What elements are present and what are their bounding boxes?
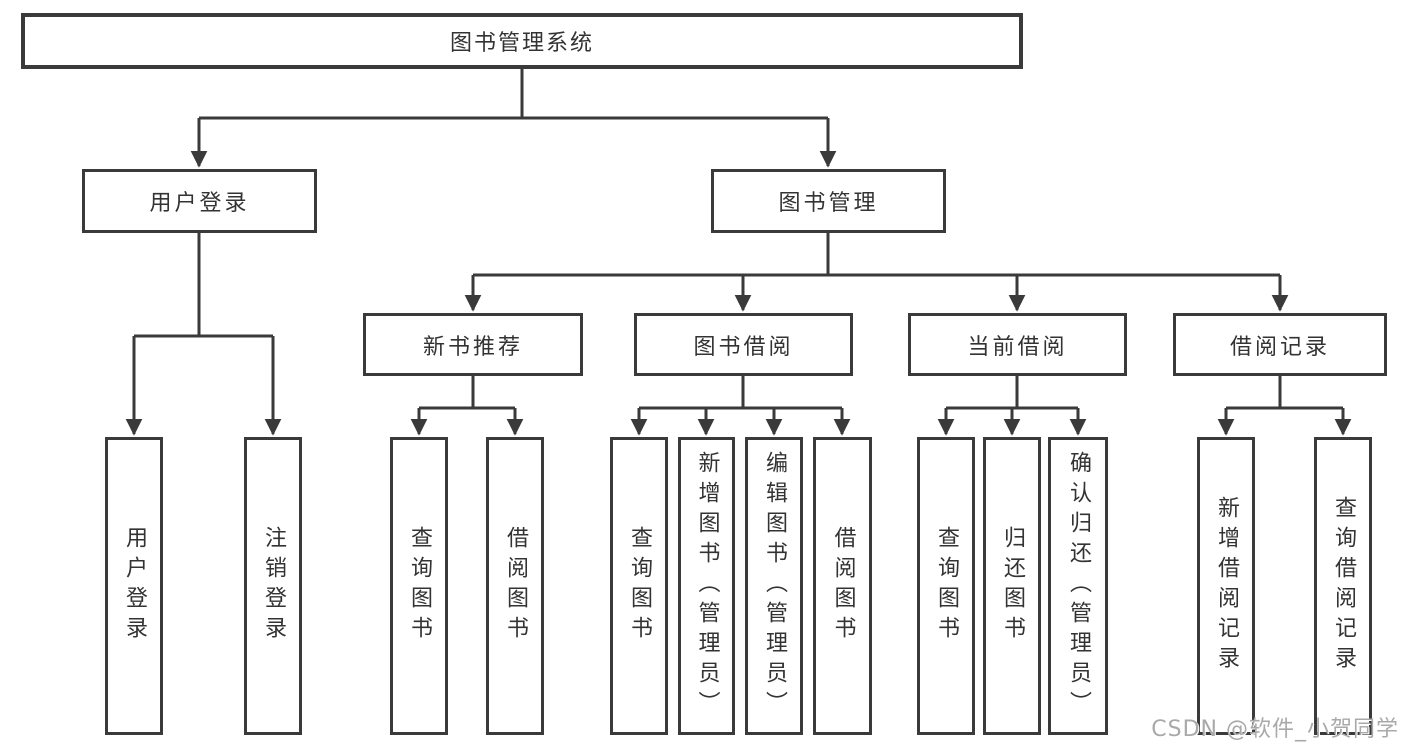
leaf-logout-label: 注销登录 <box>261 526 286 646</box>
leaf-edit-book-admin: 编辑图书（管理员） <box>745 437 803 735</box>
leaf-confirm-return-admin: 确认归还（管理员） <box>1048 437 1108 735</box>
leaf-return-book-label: 归还图书 <box>1000 526 1025 646</box>
node-borrow-records-label: 借阅记录 <box>1229 334 1330 360</box>
node-current-borrow: 当前借阅 <box>908 313 1127 376</box>
leaf-confirm-return-admin-label: 确认归还（管理员） <box>1066 451 1091 721</box>
node-user-login: 用户登录 <box>82 169 317 233</box>
leaf-logout: 注销登录 <box>244 437 302 735</box>
node-library-management-system: 图书管理系统 <box>21 13 1023 69</box>
node-book-borrow: 图书借阅 <box>634 313 853 376</box>
leaf-query-borrow-record-label: 查询借阅记录 <box>1331 496 1356 676</box>
leaf-add-borrow-record-label: 新增借阅记录 <box>1214 496 1239 676</box>
node-borrow-records: 借阅记录 <box>1173 313 1387 376</box>
node-new-book-recommend: 新书推荐 <box>363 313 583 376</box>
node-user-login-label: 用户登录 <box>149 191 250 216</box>
node-new-book-recommend-label: 新书推荐 <box>422 334 523 360</box>
leaf-query-books-current-label: 查询图书 <box>934 526 959 646</box>
leaf-user-login-label: 用户登录 <box>122 526 147 646</box>
leaf-query-borrow-record: 查询借阅记录 <box>1314 437 1372 735</box>
leaf-borrow-books: 借阅图书 <box>813 437 872 735</box>
node-book-management-label: 图书管理 <box>778 191 879 216</box>
leaf-query-books-borrow-label: 查询图书 <box>627 526 652 646</box>
leaf-borrow-books-recommend: 借阅图书 <box>486 437 544 735</box>
node-current-borrow-label: 当前借阅 <box>967 334 1068 360</box>
leaf-query-books-borrow: 查询图书 <box>610 437 668 735</box>
leaf-query-books-recommend: 查询图书 <box>390 437 448 735</box>
leaf-query-books-recommend-label: 查询图书 <box>407 526 432 646</box>
leaf-edit-book-admin-label: 编辑图书（管理员） <box>762 451 787 721</box>
node-book-borrow-label: 图书借阅 <box>693 334 794 360</box>
leaf-add-book-admin: 新增图书（管理员） <box>678 437 735 735</box>
node-book-management: 图书管理 <box>711 169 946 233</box>
leaf-query-books-current: 查询图书 <box>917 437 975 735</box>
node-library-management-system-label: 图书管理系统 <box>449 31 594 56</box>
csdn-watermark: CSDN @软件_小贺同学 <box>1151 717 1399 742</box>
leaf-add-book-admin-label: 新增图书（管理员） <box>694 451 720 721</box>
leaf-return-book: 归还图书 <box>983 437 1041 735</box>
leaf-user-login: 用户登录 <box>105 437 163 735</box>
leaf-borrow-books-label: 借阅图书 <box>830 526 856 646</box>
leaf-borrow-books-recommend-label: 借阅图书 <box>503 526 528 646</box>
leaf-add-borrow-record: 新增借阅记录 <box>1197 437 1255 735</box>
